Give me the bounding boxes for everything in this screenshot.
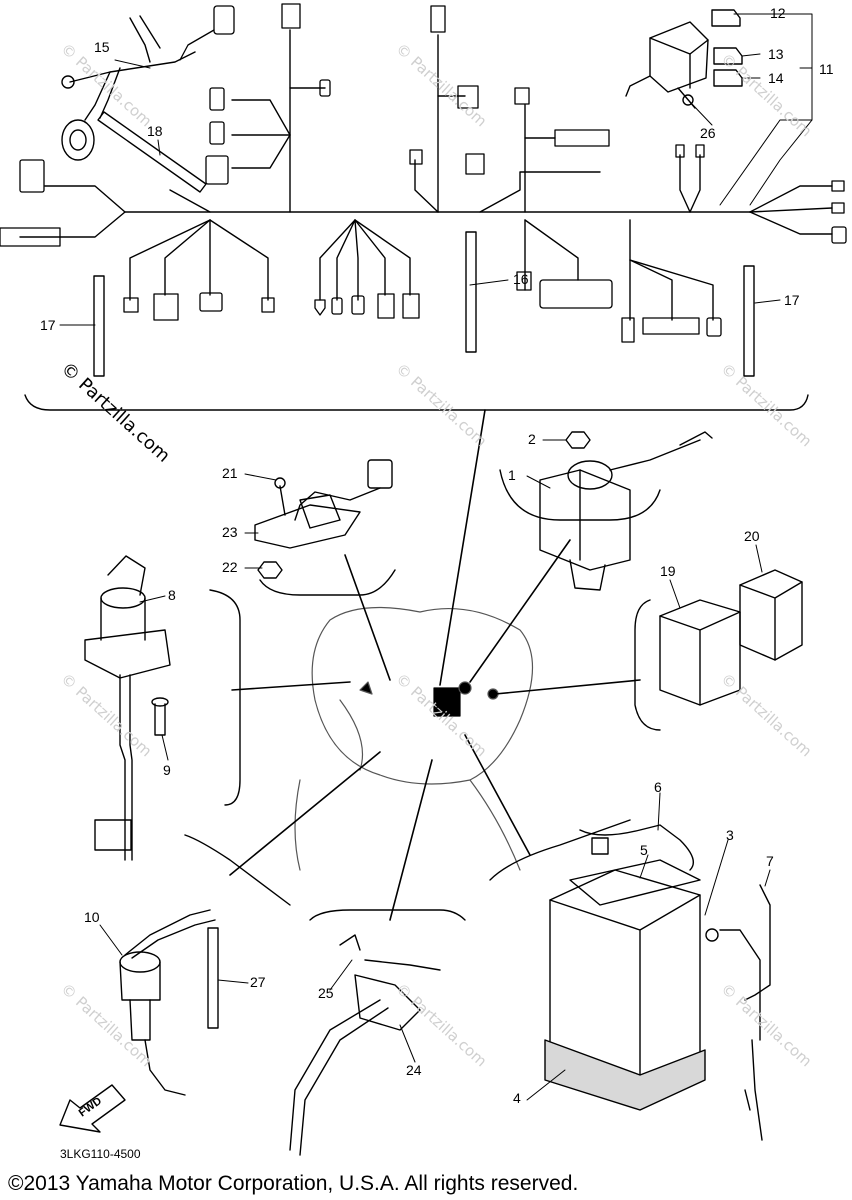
fwd-label: FWD: [77, 1095, 104, 1119]
callout-11: 11: [819, 61, 834, 77]
callout-4: 4: [513, 1090, 521, 1106]
callout-3: 3: [726, 827, 734, 843]
watermark-6: © Partzilla.com: [57, 670, 155, 761]
watermark-5: © Partzilla.com: [717, 360, 815, 451]
callout-22: 22: [222, 559, 238, 575]
nut-2: [565, 431, 591, 449]
callout-21: 21: [222, 465, 238, 481]
section-braces: [184, 469, 661, 921]
callout-1: 1: [508, 467, 516, 483]
watermark-7: © Partzilla.com: [392, 670, 490, 761]
wire-harness: [19, 29, 833, 321]
callout-24: 24: [406, 1062, 422, 1078]
watermark-11: © Partzilla.com: [717, 980, 815, 1071]
sensor-bracket: [254, 459, 393, 579]
callout-10: 10: [84, 909, 100, 925]
callout-14: 14: [768, 70, 784, 86]
watermark-8: © Partzilla.com: [717, 670, 815, 761]
main-switch: [84, 555, 171, 861]
leader-lines: [59, 13, 813, 1101]
callout-17-right: 17: [784, 292, 800, 308]
watermark-1: © Partzilla.com: [392, 40, 490, 131]
callout-16: 16: [513, 271, 529, 287]
watermark-main: © Partzilla.com: [57, 358, 174, 467]
pointer-lines: [229, 409, 641, 921]
callout-17-left: 17: [40, 317, 56, 333]
motorcycle-outline: [294, 606, 534, 871]
callout-2: 2: [528, 431, 536, 447]
callout-9: 9: [163, 762, 171, 778]
callout-19: 19: [660, 563, 676, 579]
callout-8: 8: [168, 587, 176, 603]
callout-13: 13: [768, 46, 784, 62]
bolt-9: [151, 697, 169, 736]
diagram-code: 3LKG110-4500: [60, 1147, 141, 1161]
cable-ties: [93, 111, 755, 377]
callout-23: 23: [222, 524, 238, 540]
battery: [544, 824, 771, 1141]
neutral-switch: [289, 934, 441, 1156]
harness-connectors: [0, 3, 847, 343]
watermark-10: © Partzilla.com: [392, 980, 490, 1071]
callout-12: 12: [770, 5, 786, 21]
callout-15: 15: [94, 39, 110, 55]
copyright-notice: ©2013 Yamaha Motor Corporation, U.S.A. A…: [8, 1172, 578, 1195]
callout-7: 7: [766, 853, 774, 869]
wire-lead-15: [61, 15, 196, 161]
fuse-box: [625, 9, 743, 109]
relay-units: [659, 569, 803, 706]
callout-labels: 1 2 3 4 5 6 7 8 9 10 11 12 13 14 15 16 1…: [40, 5, 834, 1106]
callout-20: 20: [744, 528, 760, 544]
starter-relay: [539, 431, 713, 591]
callout-6: 6: [654, 779, 662, 795]
watermark-4: © Partzilla.com: [392, 360, 490, 451]
watermark-2: © Partzilla.com: [717, 50, 815, 141]
section-brace: [24, 394, 809, 411]
callout-25: 25: [318, 985, 334, 1001]
fwd-arrow-shape: [59, 1084, 126, 1133]
watermark-9: © Partzilla.com: [57, 980, 155, 1071]
watermarks: © Partzilla.com © Partzilla.com © Partzi…: [57, 40, 816, 1071]
callout-27: 27: [250, 974, 266, 990]
callout-18: 18: [147, 123, 163, 139]
callout-26: 26: [700, 125, 716, 141]
callout-5: 5: [640, 842, 648, 858]
brake-switch: [119, 909, 219, 1096]
